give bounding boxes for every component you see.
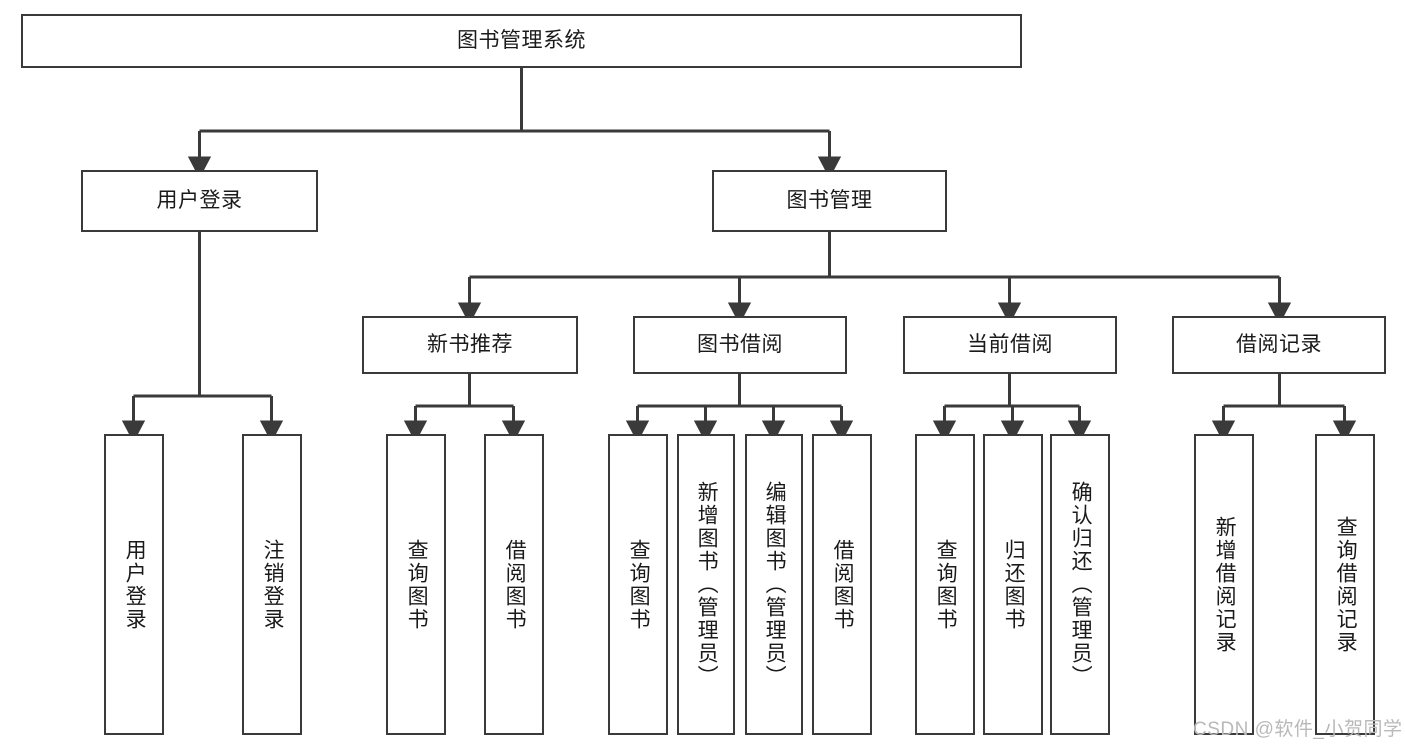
node-label: 新增借阅记录 xyxy=(1213,515,1237,654)
node-user-login[interactable]: 用户登录 xyxy=(81,170,318,232)
node-new-book-recommend[interactable]: 新书推荐 xyxy=(362,316,578,374)
node-label: 查询图书 xyxy=(627,538,651,631)
node-leaf-add-borrow-record[interactable]: 新增借阅记录 xyxy=(1194,434,1254,735)
node-leaf-query-borrow-record[interactable]: 查询借阅记录 xyxy=(1315,434,1375,735)
watermark: CSDN @软件_小贺同学 xyxy=(1193,719,1403,740)
node-label: 查询借阅记录 xyxy=(1334,515,1358,654)
node-label: 新增图书（管理员） xyxy=(695,481,719,688)
node-label: 当前借阅 xyxy=(967,332,1053,356)
node-root[interactable]: 图书管理系统 xyxy=(21,14,1022,68)
node-leaf-query-book-borrow[interactable]: 查询图书 xyxy=(608,434,668,735)
node-label: 用户登录 xyxy=(123,538,147,631)
node-leaf-add-book-admin[interactable]: 新增图书（管理员） xyxy=(677,434,735,735)
node-leaf-edit-book-admin[interactable]: 编辑图书（管理员） xyxy=(745,434,803,735)
node-leaf-confirm-return-admin[interactable]: 确认归还（管理员） xyxy=(1050,434,1110,735)
node-book-management[interactable]: 图书管理 xyxy=(712,170,947,232)
node-leaf-borrow-book[interactable]: 借阅图书 xyxy=(812,434,872,735)
node-label: 图书借阅 xyxy=(697,332,783,356)
node-leaf-query-book-recommend[interactable]: 查询图书 xyxy=(386,434,446,735)
node-borrow-record[interactable]: 借阅记录 xyxy=(1172,316,1386,374)
node-leaf-logout[interactable]: 注销登录 xyxy=(242,434,302,735)
node-leaf-query-book-current[interactable]: 查询图书 xyxy=(915,434,975,735)
node-label: 借阅记录 xyxy=(1236,332,1322,356)
node-label: 图书管理 xyxy=(786,188,873,212)
node-label: 新书推荐 xyxy=(427,332,513,356)
node-label: 编辑图书（管理员） xyxy=(763,481,787,688)
node-label: 查询图书 xyxy=(405,538,429,631)
node-leaf-return-book[interactable]: 归还图书 xyxy=(983,434,1043,735)
node-label: 查询图书 xyxy=(934,538,958,631)
node-label: 用户登录 xyxy=(156,188,243,212)
node-current-borrow[interactable]: 当前借阅 xyxy=(903,316,1117,374)
node-book-borrow[interactable]: 图书借阅 xyxy=(633,316,847,374)
node-leaf-user-login[interactable]: 用户登录 xyxy=(104,434,164,735)
node-label: 归还图书 xyxy=(1002,538,1026,631)
node-label: 注销登录 xyxy=(261,538,285,631)
node-label: 图书管理系统 xyxy=(457,28,586,52)
node-label: 借阅图书 xyxy=(503,538,527,631)
node-label: 确认归还（管理员） xyxy=(1069,481,1093,688)
node-leaf-borrow-book-recommend[interactable]: 借阅图书 xyxy=(484,434,544,735)
node-label: 借阅图书 xyxy=(831,538,855,631)
